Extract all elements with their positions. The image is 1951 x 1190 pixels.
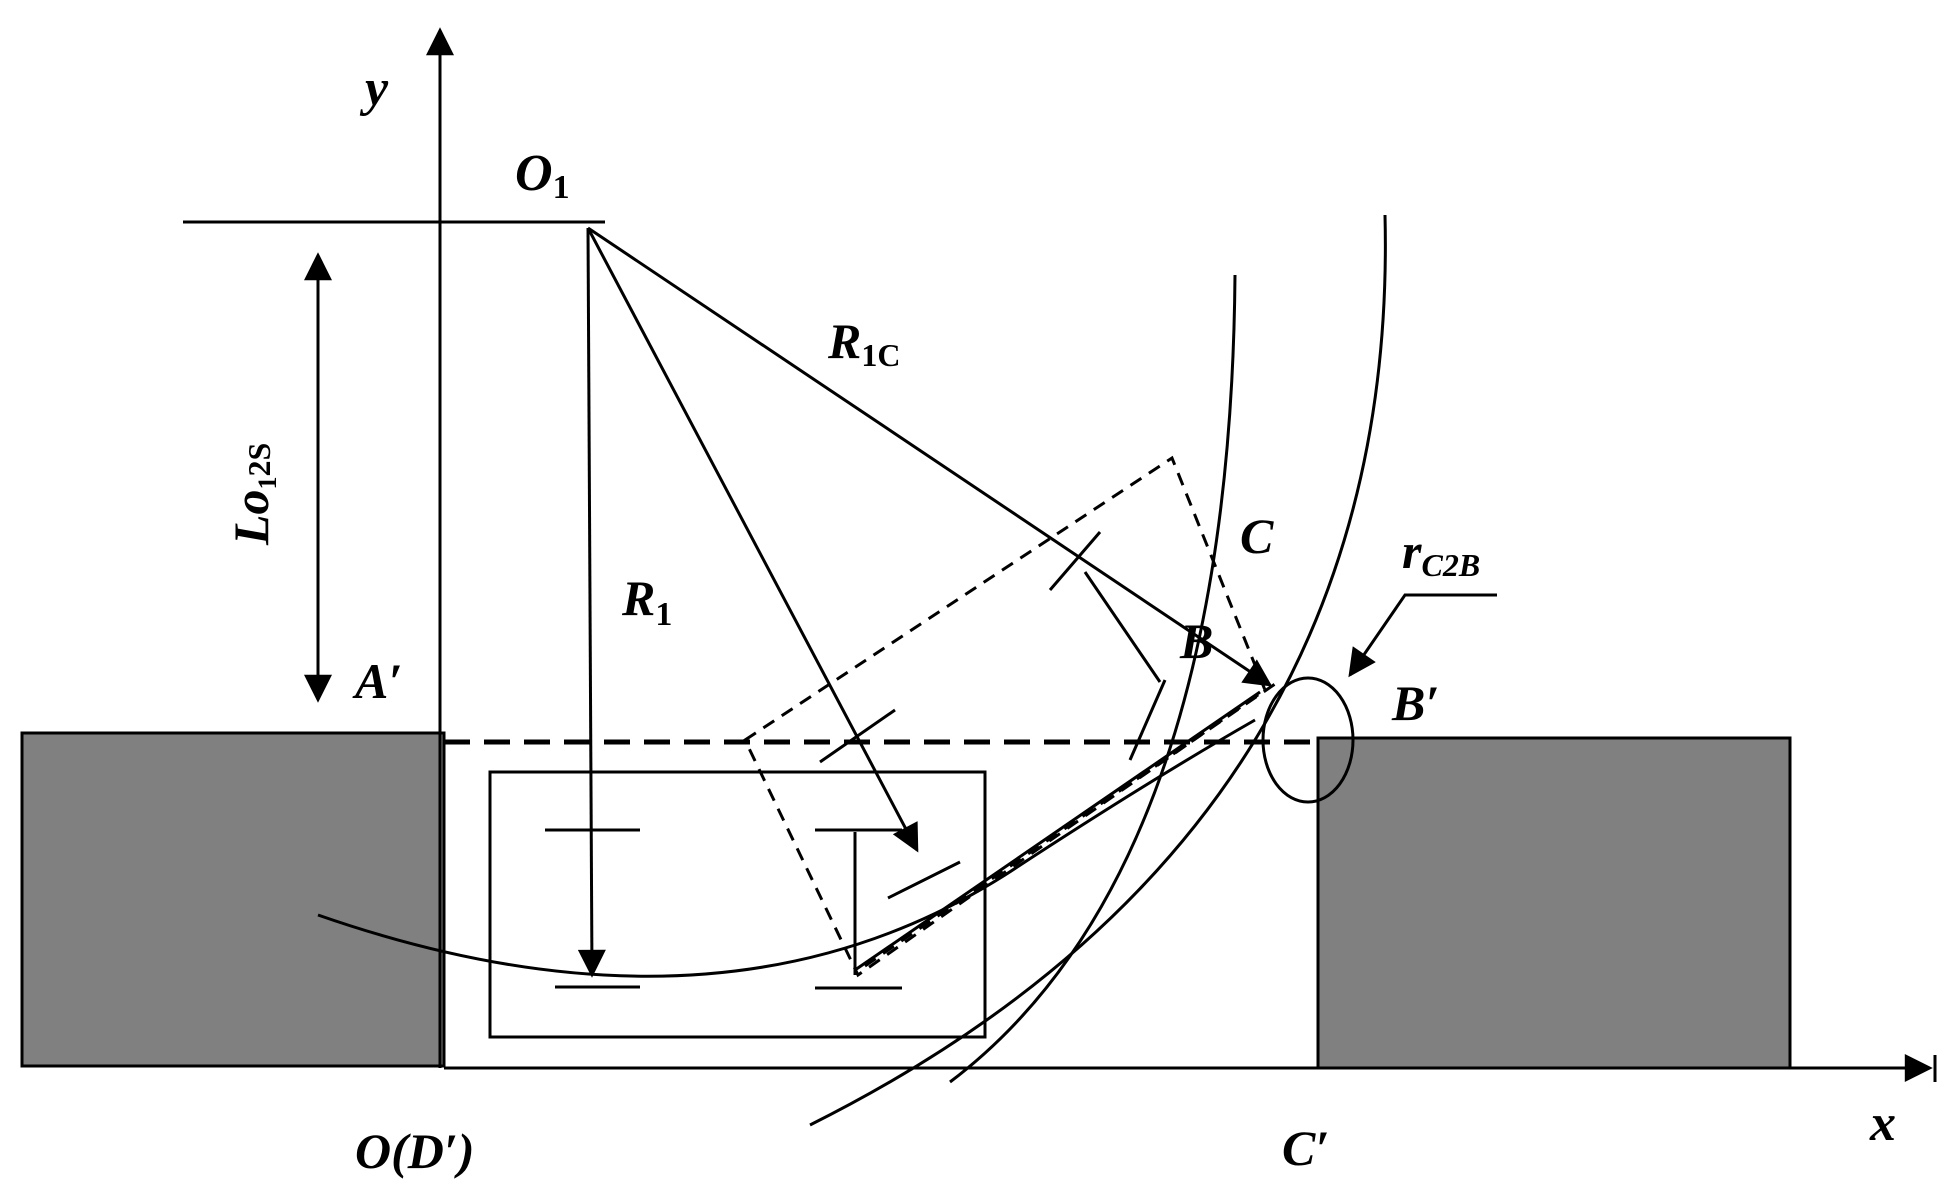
r1-label: R1	[621, 570, 672, 633]
inner-rectangle	[488, 770, 987, 1039]
right-block	[1316, 736, 1792, 1070]
frame-tick-1	[1048, 531, 1102, 591]
origin-label: O(D′)	[355, 1123, 475, 1179]
r1c-label: R1C	[827, 313, 900, 373]
y-axis-label: y	[359, 60, 389, 117]
b-prime-label: B′	[1391, 675, 1439, 731]
c-label: C	[1240, 508, 1274, 564]
left-block	[20, 731, 446, 1068]
rc2b-leader	[1348, 593, 1497, 678]
x-axis-label: x	[1869, 1095, 1896, 1152]
frame-tick-2	[1083, 571, 1162, 683]
frame-tick-4	[819, 708, 896, 764]
arc-tick	[887, 860, 961, 900]
rc2b-label: rC2B	[1402, 523, 1480, 583]
r1-line	[577, 227, 606, 978]
contact-circle	[1261, 676, 1355, 804]
frame-tick-3	[1128, 679, 1167, 761]
o1-label: O1	[515, 145, 570, 206]
dashed-diagonal-1	[854, 690, 1261, 972]
outer-arc-large	[809, 214, 1387, 1127]
dashed-inner-line	[864, 682, 1276, 968]
outer-arc-middle	[949, 274, 1237, 1084]
radius-line-mid	[586, 227, 919, 853]
lower-swing-arc	[317, 718, 1256, 978]
a-prime-label: A′	[352, 653, 402, 709]
b-label: B	[1179, 613, 1213, 669]
dashed-rotated-frame	[743, 455, 1267, 978]
r1c-line	[587, 226, 1273, 687]
c-prime-label: C′	[1282, 1120, 1329, 1176]
lo12s-label: Lo12S	[223, 443, 282, 546]
